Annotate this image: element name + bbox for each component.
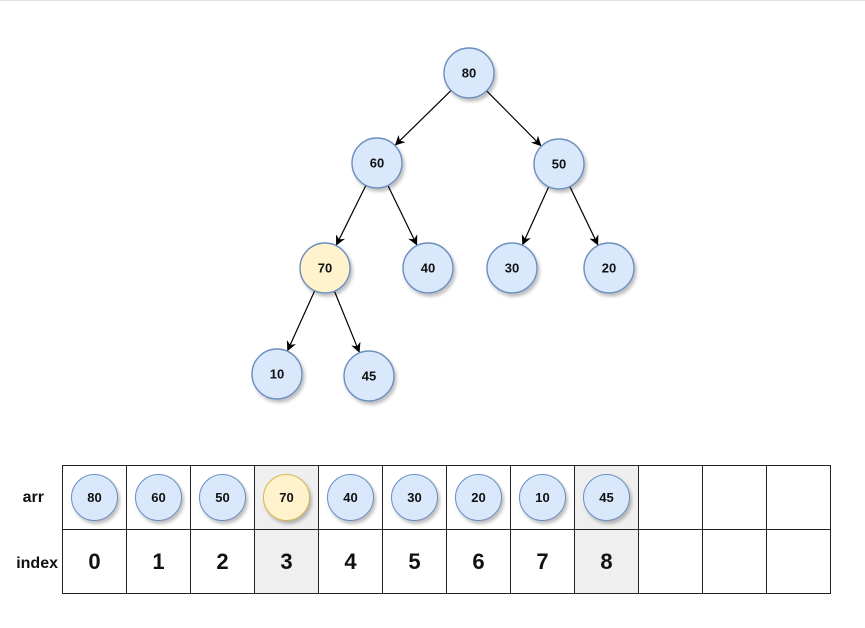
edge-arrow bbox=[286, 290, 316, 352]
index-number: 5 bbox=[408, 548, 421, 574]
edge-arrow bbox=[569, 186, 599, 246]
tree-node-value: 40 bbox=[421, 261, 435, 276]
tree-node-circle bbox=[343, 350, 395, 402]
tree-node-circle bbox=[351, 137, 403, 189]
index-cell: 8 bbox=[574, 529, 639, 594]
tree-node: 80 bbox=[443, 47, 495, 99]
arr-cell bbox=[638, 465, 703, 530]
index-number: 4 bbox=[344, 548, 357, 574]
arr-value-node: 60 bbox=[135, 474, 182, 521]
tree-node: 40 bbox=[402, 242, 454, 294]
index-row: 0 1 2 3 4 5 6 7 8 bbox=[62, 529, 831, 594]
tree-node-circle bbox=[486, 242, 538, 294]
arr-cell: 45 bbox=[574, 465, 639, 530]
tree-node-value: 10 bbox=[270, 367, 284, 382]
arr-cell: 80 bbox=[62, 465, 127, 530]
tree-node-value: 70 bbox=[318, 261, 332, 276]
edge-arrow bbox=[333, 290, 361, 353]
arr-value-node: 80 bbox=[71, 474, 118, 521]
tree-node-circle bbox=[443, 47, 495, 99]
arr-cell: 50 bbox=[190, 465, 255, 530]
heap-tree-diagram: 80 60 50 70 40 30 20 10 45 bbox=[251, 47, 635, 402]
index-cell: 3 bbox=[254, 529, 319, 594]
tree-node: 20 bbox=[583, 242, 635, 294]
arr-cell bbox=[702, 465, 767, 530]
arr-cell: 20 bbox=[446, 465, 511, 530]
top-divider bbox=[0, 0, 865, 1]
index-row-label: index bbox=[16, 555, 58, 572]
arr-value-node: 20 bbox=[455, 474, 502, 521]
arr-value-node: 70 bbox=[263, 474, 310, 521]
arr-value-node: 40 bbox=[327, 474, 374, 521]
edge-arrow bbox=[486, 90, 542, 147]
tree-node: 70 bbox=[299, 242, 351, 294]
edge-arrow bbox=[521, 186, 550, 246]
index-cell bbox=[702, 529, 767, 594]
arr-value-node: 50 bbox=[199, 474, 246, 521]
tree-node-circle bbox=[251, 348, 303, 400]
arr-value-node: 10 bbox=[519, 474, 566, 521]
tree-node-circle bbox=[402, 242, 454, 294]
tree-node-value: 45 bbox=[362, 369, 376, 384]
index-cell bbox=[766, 529, 831, 594]
tree-node: 60 bbox=[351, 137, 403, 189]
index-number: 7 bbox=[536, 548, 549, 574]
index-number: 6 bbox=[472, 548, 485, 574]
arr-value-node: 45 bbox=[583, 474, 630, 521]
index-cell: 2 bbox=[190, 529, 255, 594]
tree-node-value: 20 bbox=[602, 261, 616, 276]
tree-node-value: 50 bbox=[552, 157, 566, 172]
index-number: 1 bbox=[152, 548, 165, 574]
tree-node-value: 60 bbox=[370, 156, 384, 171]
tree-node: 30 bbox=[486, 242, 538, 294]
index-number: 3 bbox=[280, 548, 293, 574]
arr-cell: 70 bbox=[254, 465, 319, 530]
tree-node: 10 bbox=[251, 348, 303, 400]
index-cell: 4 bbox=[318, 529, 383, 594]
tree-node-circle bbox=[299, 242, 351, 294]
index-number: 8 bbox=[600, 548, 613, 574]
index-number: 2 bbox=[216, 548, 229, 574]
arr-cell bbox=[766, 465, 831, 530]
index-cell: 1 bbox=[126, 529, 191, 594]
index-cell: 5 bbox=[382, 529, 447, 594]
tree-node: 50 bbox=[533, 138, 585, 190]
arr-value-node: 30 bbox=[391, 474, 438, 521]
index-cell bbox=[638, 529, 703, 594]
tree-node-value: 80 bbox=[462, 66, 476, 81]
arr-cell: 60 bbox=[126, 465, 191, 530]
edge-arrow bbox=[394, 90, 452, 146]
index-cell: 7 bbox=[510, 529, 575, 594]
arr-cell: 40 bbox=[318, 465, 383, 530]
index-cell: 6 bbox=[446, 529, 511, 594]
arr-row-label: arr bbox=[22, 489, 44, 506]
arr-row: 80 60 50 70 40 30 20 10 45 bbox=[62, 465, 831, 530]
tree-node: 45 bbox=[343, 350, 395, 402]
index-number: 0 bbox=[88, 548, 101, 574]
index-cell: 0 bbox=[62, 529, 127, 594]
arr-cell: 10 bbox=[510, 465, 575, 530]
edge-arrow bbox=[387, 185, 418, 246]
tree-node-circle bbox=[583, 242, 635, 294]
tree-node-circle bbox=[533, 138, 585, 190]
edge-arrow bbox=[336, 185, 367, 246]
arr-cell: 30 bbox=[382, 465, 447, 530]
tree-node-value: 30 bbox=[505, 261, 519, 276]
